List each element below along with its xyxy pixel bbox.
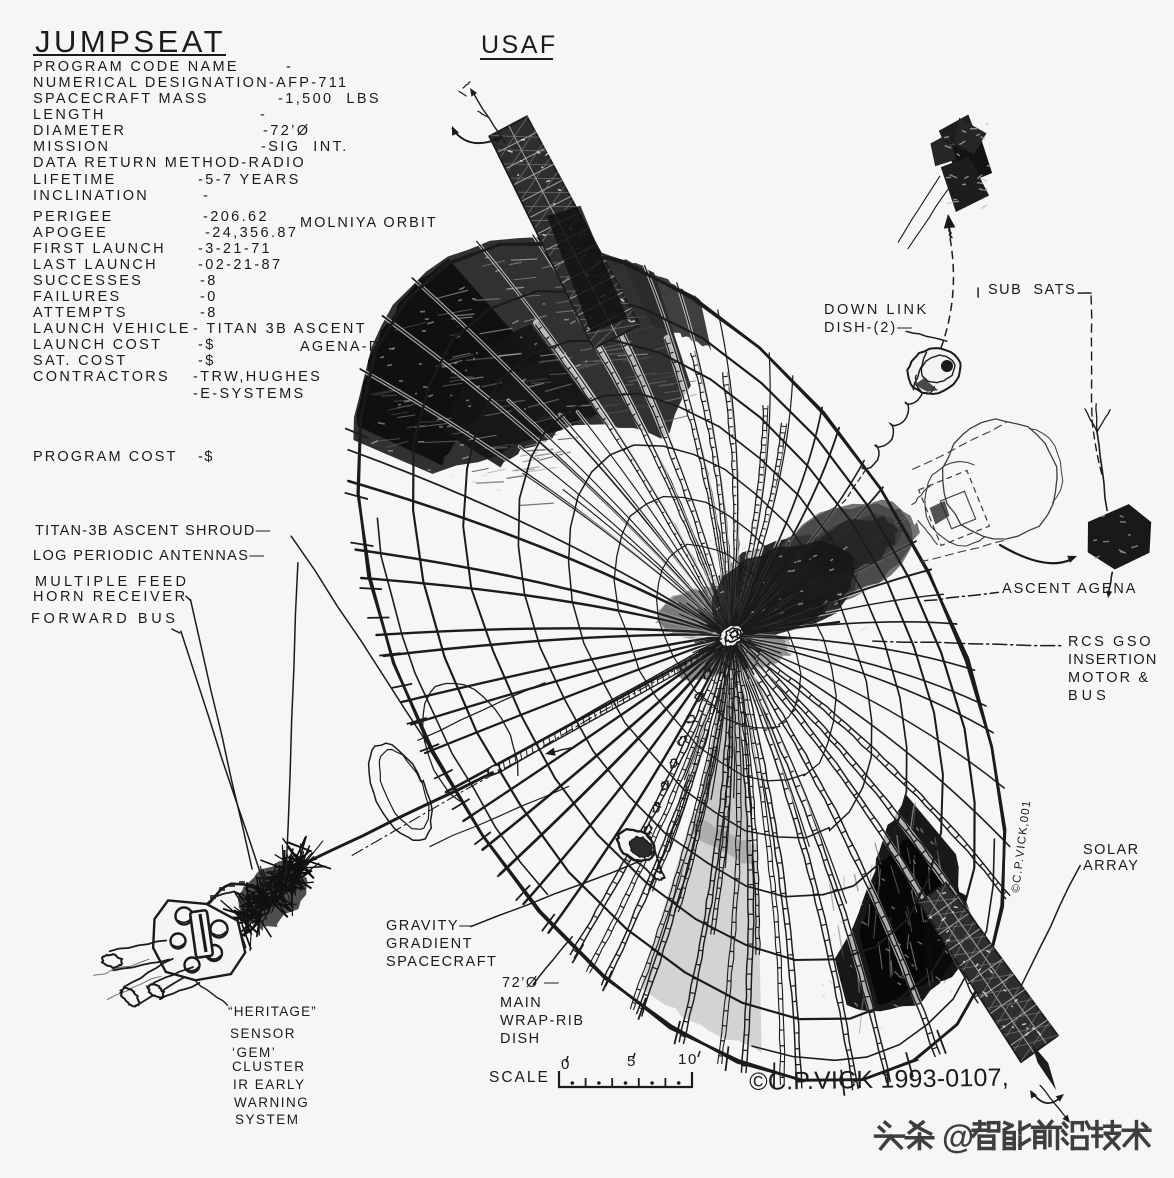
svg-text:©C.P.VICK‚001: ©C.P.VICK‚001 xyxy=(1010,799,1033,893)
svg-text:@: @ xyxy=(942,1118,974,1155)
